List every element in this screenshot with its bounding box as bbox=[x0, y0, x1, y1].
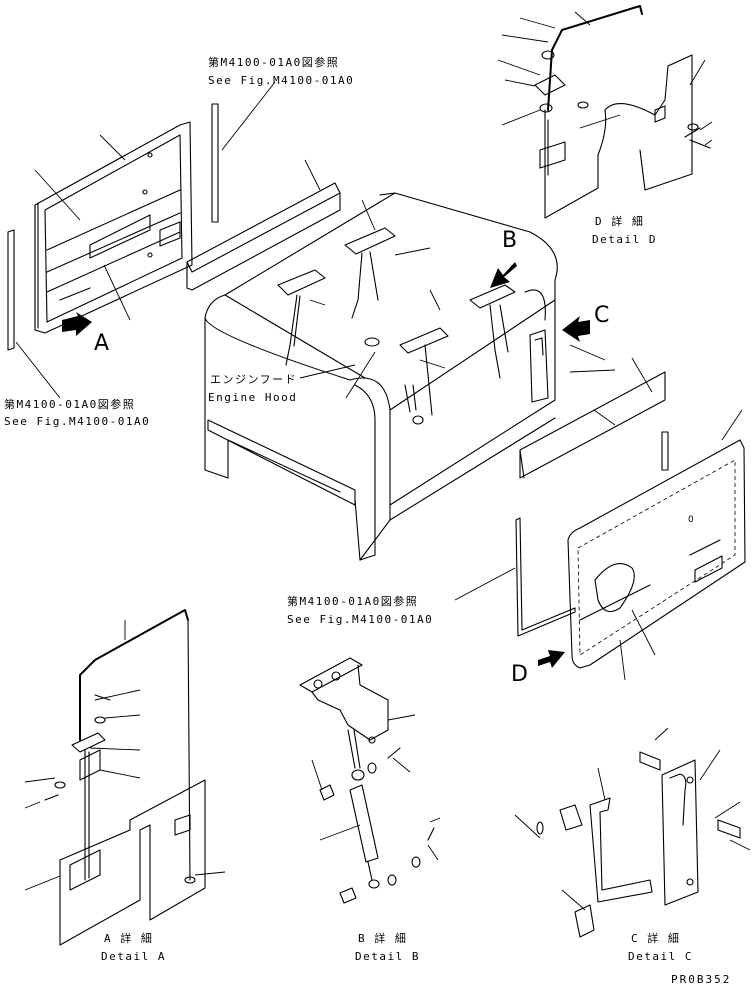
engine-hood-body bbox=[204, 192, 558, 561]
top-ref-en: See Fig.M4100-01A0 bbox=[208, 74, 355, 87]
svg-text:0: 0 bbox=[688, 515, 694, 525]
mid-ref-en: See Fig.M4100-01A0 bbox=[287, 613, 434, 626]
drawing-number: PR0B352 bbox=[671, 973, 732, 986]
arrow-b-icon bbox=[490, 262, 517, 288]
rear-cover bbox=[186, 182, 341, 291]
detail-a-title-en: Detail A bbox=[101, 950, 166, 963]
left-side-panel bbox=[34, 121, 193, 334]
detail-d-drawing bbox=[534, 5, 711, 219]
detail-a-title-jp: A 詳 細 bbox=[104, 932, 154, 945]
top-ref-jp: 第M4100-01A0図参照 bbox=[208, 56, 340, 69]
engine-hood-label-jp: エンジンフード bbox=[210, 373, 298, 386]
engine-hood-label-en: Engine Hood bbox=[208, 391, 298, 404]
detail-c-title-en: Detail C bbox=[628, 950, 693, 963]
detail-c-title-jp: C 詳 細 bbox=[631, 932, 681, 945]
detail-d-title-en: Detail D bbox=[592, 233, 657, 246]
arrow-b-label: B bbox=[502, 228, 518, 253]
detail-a-drawing bbox=[44, 609, 206, 946]
front-seal-strip bbox=[661, 431, 669, 471]
hood-struts bbox=[277, 227, 516, 425]
detail-b-title-jp: B 詳 細 bbox=[358, 932, 408, 945]
arrow-d-icon bbox=[538, 650, 565, 668]
left-seal-strip bbox=[7, 229, 15, 351]
arrow-d-label: D bbox=[511, 662, 528, 687]
right-side-panel: 0 bbox=[567, 439, 746, 669]
left-ref-jp: 第M4100-01A0図参照 bbox=[4, 398, 136, 411]
left-ref-en: See Fig.M4100-01A0 bbox=[4, 415, 151, 428]
detail-b-drawing bbox=[299, 657, 435, 904]
mid-seal-strip bbox=[515, 517, 576, 637]
arrow-c-label: C bbox=[594, 303, 610, 328]
detail-d-title-jp: D 詳 細 bbox=[595, 215, 645, 228]
top-seal-strip bbox=[211, 103, 219, 223]
mid-ref-jp: 第M4100-01A0図参照 bbox=[287, 595, 419, 608]
leader-lines bbox=[15, 11, 751, 911]
right-seal-strip bbox=[519, 371, 666, 479]
detail-b-title-en: Detail B bbox=[355, 950, 420, 963]
detail-c-drawing bbox=[536, 751, 741, 938]
arrow-a-icon bbox=[62, 312, 92, 336]
right-latch bbox=[529, 329, 549, 403]
arrow-a-label: A bbox=[94, 331, 110, 356]
arrow-c-icon bbox=[562, 316, 590, 342]
